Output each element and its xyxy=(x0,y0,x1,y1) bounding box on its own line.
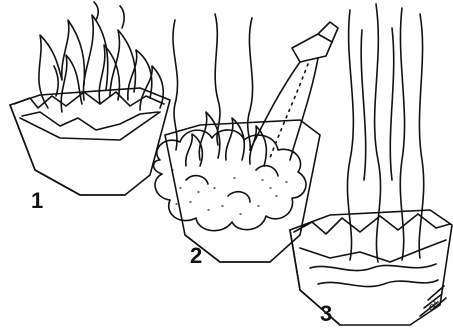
stage-2-label: 2 xyxy=(190,245,202,267)
foam-spray-tray-icon xyxy=(154,14,339,262)
flaming-tray-icon xyxy=(10,2,170,195)
stage-3-label: 3 xyxy=(320,303,332,325)
stage-1-label: 1 xyxy=(31,190,43,212)
artist-signature: d xyxy=(429,300,436,313)
